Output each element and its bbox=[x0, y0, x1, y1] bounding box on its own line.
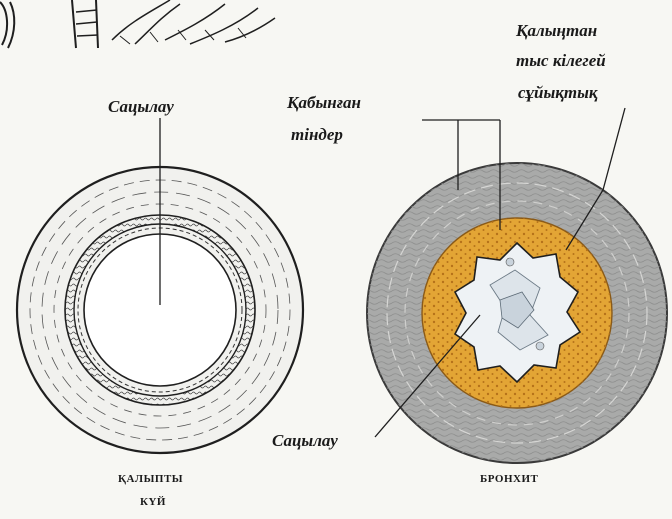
normal-caption-line2: КҮЙ bbox=[140, 496, 166, 508]
bronchitis-lumen-label: Сацылау bbox=[272, 431, 338, 450]
bronchial-tree-sketch bbox=[0, 0, 275, 48]
mucus-label-line2: тыс кілегей bbox=[516, 51, 606, 70]
mucus-label-line3: сұйықтық bbox=[518, 83, 598, 102]
normal-lumen-label: Сацылау bbox=[108, 97, 174, 116]
normal-bronchus: Сацылау ҚАЛЫПТЫ КҮЙ bbox=[17, 97, 303, 508]
inflamed-tissue-label-line2: тіндер bbox=[291, 125, 343, 144]
bronchitis-caption: БРОНХИТ bbox=[480, 473, 539, 485]
inflamed-tissue-label-line1: Қабынған bbox=[286, 93, 361, 112]
normal-caption-line1: ҚАЛЫПТЫ bbox=[118, 473, 183, 485]
mucus-label-line1: Қалыңтан bbox=[515, 21, 597, 40]
bronchitis-bronchus: Қалыңтан тыс кілегей сұйықтық Қабынған т… bbox=[272, 21, 667, 485]
